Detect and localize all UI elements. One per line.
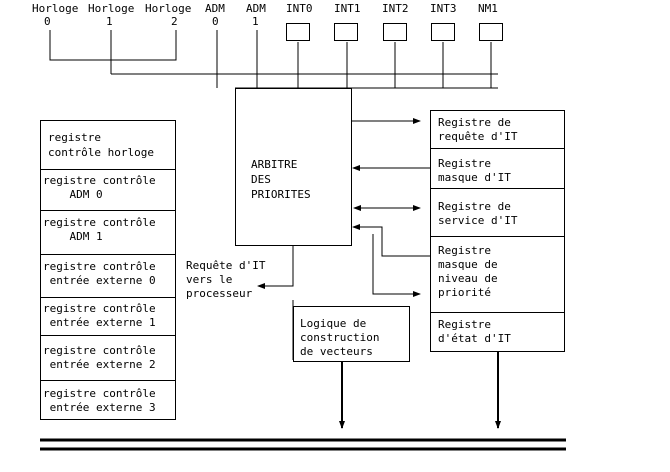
clock-0-label: Horloge bbox=[32, 2, 79, 15]
register-line: niveau de bbox=[438, 272, 498, 285]
register-line: registre contrôle bbox=[43, 260, 156, 273]
register-line: masque de bbox=[438, 258, 498, 271]
external-input-0-register: registre contrôle entrée externe 0 bbox=[41, 254, 175, 298]
nm1-pin bbox=[479, 23, 503, 41]
request-label-line: processeur bbox=[186, 287, 253, 300]
register-line: entrée externe 2 bbox=[43, 358, 156, 371]
interrupt-register-stack: Registre de requête d'IT Registre masque… bbox=[430, 110, 565, 352]
clock-1-index: 1 bbox=[106, 15, 113, 28]
vector-logic-line: Logique de bbox=[300, 317, 367, 330]
request-register: Registre de requête d'IT bbox=[431, 111, 564, 149]
priority-mask-register: Registre masque de niveau de priorité bbox=[431, 236, 564, 313]
register-line: registre contrôle bbox=[43, 302, 156, 315]
vector-logic-line: construction bbox=[300, 331, 380, 344]
adm-1-index: 1 bbox=[252, 15, 259, 28]
register-line: registre contrôle bbox=[43, 174, 156, 187]
arbiter-line-1: ARBITRE bbox=[251, 158, 298, 171]
adm-1-label: ADM bbox=[246, 2, 266, 15]
register-line: registre contrôle bbox=[43, 216, 156, 229]
vector-logic-line: de vecteurs bbox=[300, 345, 373, 358]
register-line: Registre de bbox=[438, 116, 511, 129]
arbiter-line-2: DES bbox=[251, 173, 271, 186]
external-input-2-register: registre contrôle entrée externe 2 bbox=[41, 335, 175, 381]
register-line: requête d'IT bbox=[438, 130, 518, 143]
int3-label: INT3 bbox=[430, 2, 457, 15]
register-line: d'état d'IT bbox=[438, 332, 511, 345]
clock-control-register: registre contrôle horloge bbox=[41, 121, 175, 170]
int1-label: INT1 bbox=[334, 2, 361, 15]
control-register-stack: registre contrôle horloge registre contr… bbox=[40, 120, 176, 420]
register-line: registre contrôle bbox=[43, 344, 156, 357]
int2-pin bbox=[383, 23, 407, 41]
clock-2-label: Horloge bbox=[145, 2, 192, 15]
register-line: Registre bbox=[438, 318, 491, 331]
external-input-3-register: registre contrôle entrée externe 3 bbox=[41, 380, 175, 419]
adm-0-label: ADM bbox=[205, 2, 225, 15]
priority-arbiter: ARBITRE DES PRIORITES bbox=[235, 88, 352, 246]
adm-0-index: 0 bbox=[212, 15, 219, 28]
register-line: Registre de bbox=[438, 200, 511, 213]
adm1-control-register: registre contrôle ADM 1 bbox=[41, 210, 175, 255]
register-line: contrôle horloge bbox=[48, 146, 154, 159]
clock-1-label: Horloge bbox=[88, 2, 135, 15]
register-line: registre contrôle bbox=[43, 387, 156, 400]
register-line: priorité bbox=[438, 286, 491, 299]
register-line: service d'IT bbox=[438, 214, 518, 227]
register-line: entrée externe 3 bbox=[43, 401, 156, 414]
mask-register: Registre masque d'IT bbox=[431, 148, 564, 189]
int0-label: INT0 bbox=[286, 2, 313, 15]
service-register: Registre de service d'IT bbox=[431, 188, 564, 237]
register-line: ADM 1 bbox=[43, 230, 103, 243]
register-line: ADM 0 bbox=[43, 188, 103, 201]
register-line: entrée externe 1 bbox=[43, 316, 156, 329]
int3-pin bbox=[431, 23, 455, 41]
request-label-line: vers le bbox=[186, 273, 233, 286]
clock-2-index: 2 bbox=[171, 15, 178, 28]
adm0-control-register: registre contrôle ADM 0 bbox=[41, 169, 175, 211]
clock-0-index: 0 bbox=[44, 15, 51, 28]
vector-logic: Logique de construction de vecteurs bbox=[293, 306, 410, 362]
register-line: Registre bbox=[438, 244, 491, 257]
arbiter-line-3: PRIORITES bbox=[251, 188, 311, 201]
nm1-label: NM1 bbox=[478, 2, 498, 15]
status-register: Registre d'état d'IT bbox=[431, 312, 564, 351]
register-line: Registre bbox=[438, 157, 491, 170]
int2-label: INT2 bbox=[382, 2, 409, 15]
request-label-line: Requête d'IT bbox=[186, 259, 266, 272]
int0-pin bbox=[286, 23, 310, 41]
register-line: registre bbox=[48, 131, 101, 144]
int1-pin bbox=[334, 23, 358, 41]
external-input-1-register: registre contrôle entrée externe 1 bbox=[41, 297, 175, 336]
register-line: entrée externe 0 bbox=[43, 274, 156, 287]
register-line: masque d'IT bbox=[438, 171, 511, 184]
